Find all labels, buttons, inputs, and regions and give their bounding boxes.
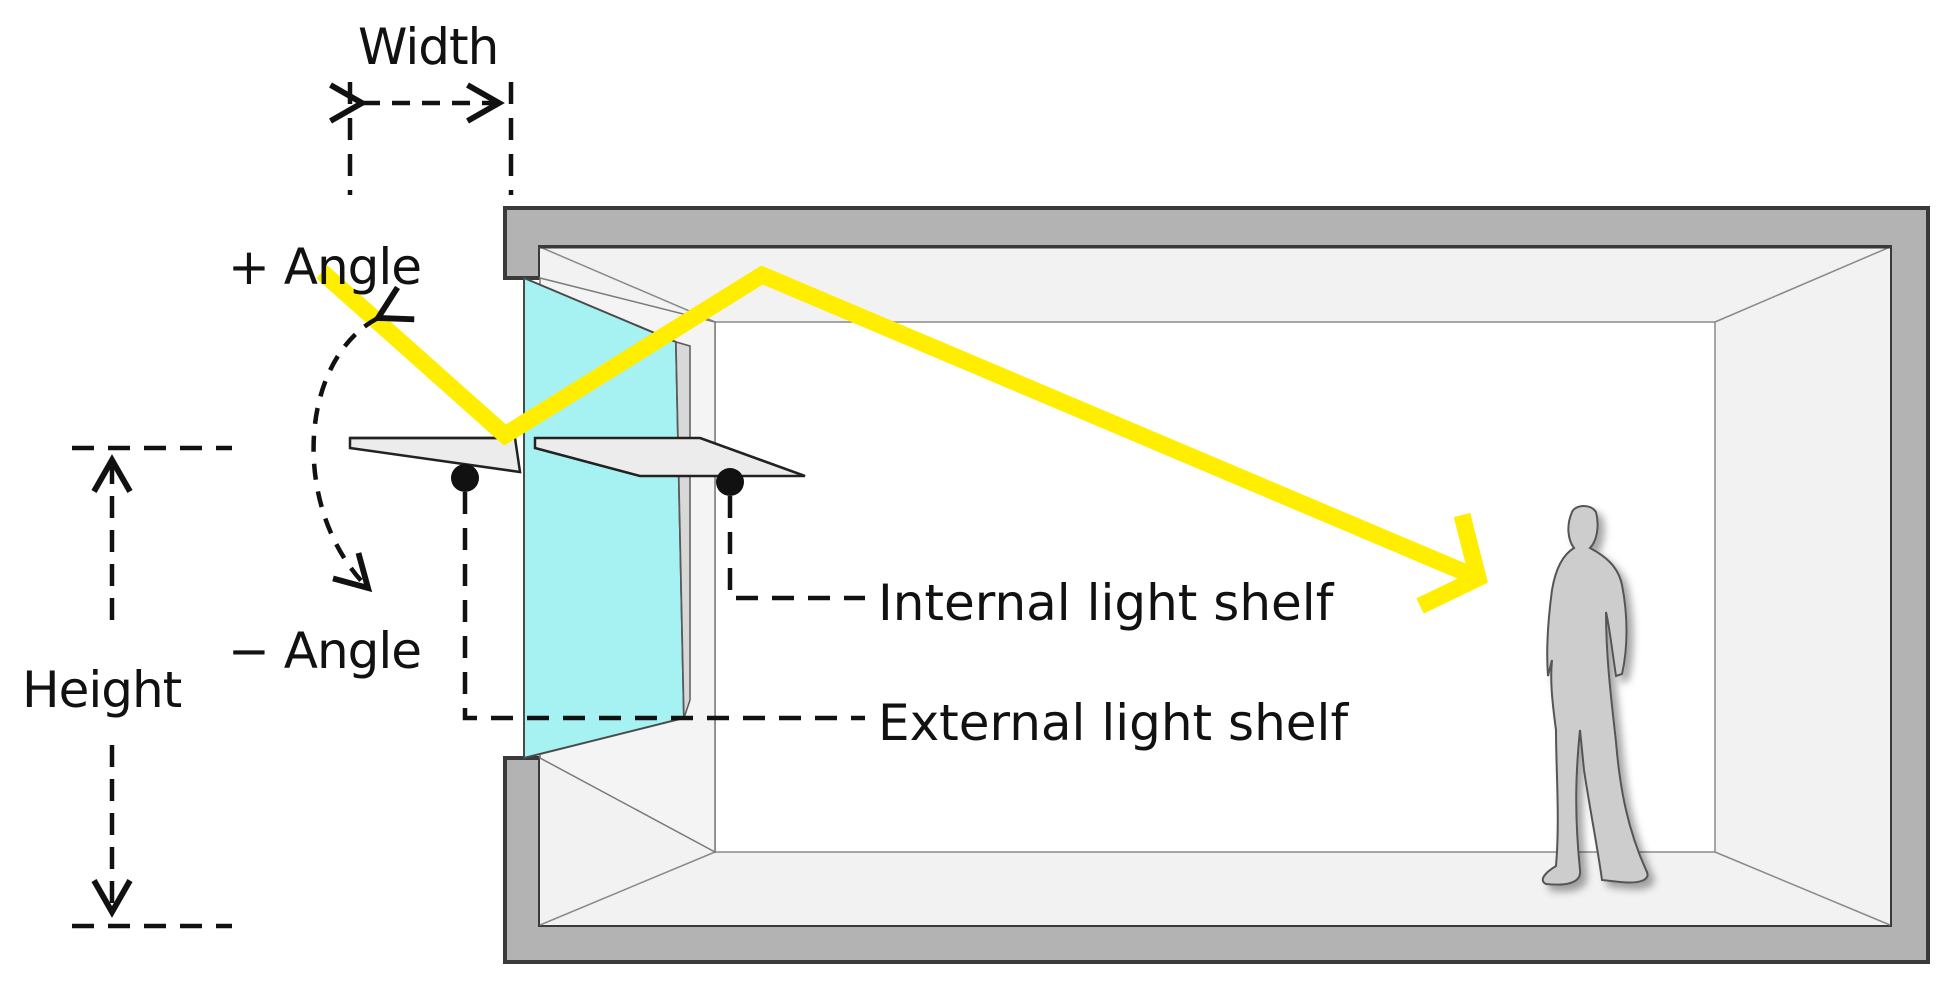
width-dimension	[329, 82, 514, 195]
internal-light-shelf	[533, 436, 806, 496]
external-shelf-label: External light shelf	[878, 694, 1349, 752]
height-dimension	[72, 445, 232, 929]
external-shelf-pivot	[451, 464, 479, 492]
room	[503, 206, 1930, 964]
internal-shelf-label: Internal light shelf	[878, 574, 1334, 632]
width-label: Width	[358, 18, 499, 76]
minus-angle-label: − Angle	[228, 622, 422, 680]
leader-external-shelf	[462, 492, 865, 721]
light-ray-arrowhead	[1416, 512, 1488, 614]
leader-internal-shelf	[727, 496, 865, 601]
plus-angle-label: + Angle	[228, 238, 422, 296]
angle-arc	[311, 285, 415, 593]
external-light-shelf	[348, 436, 522, 492]
window-jamb	[675, 340, 691, 719]
height-label: Height	[22, 661, 182, 719]
internal-shelf-pivot	[716, 468, 744, 496]
window-glass	[523, 276, 686, 760]
back-wall	[714, 321, 1716, 853]
person-silhouette	[1541, 505, 1649, 886]
perspective-edges	[539, 246, 1891, 926]
